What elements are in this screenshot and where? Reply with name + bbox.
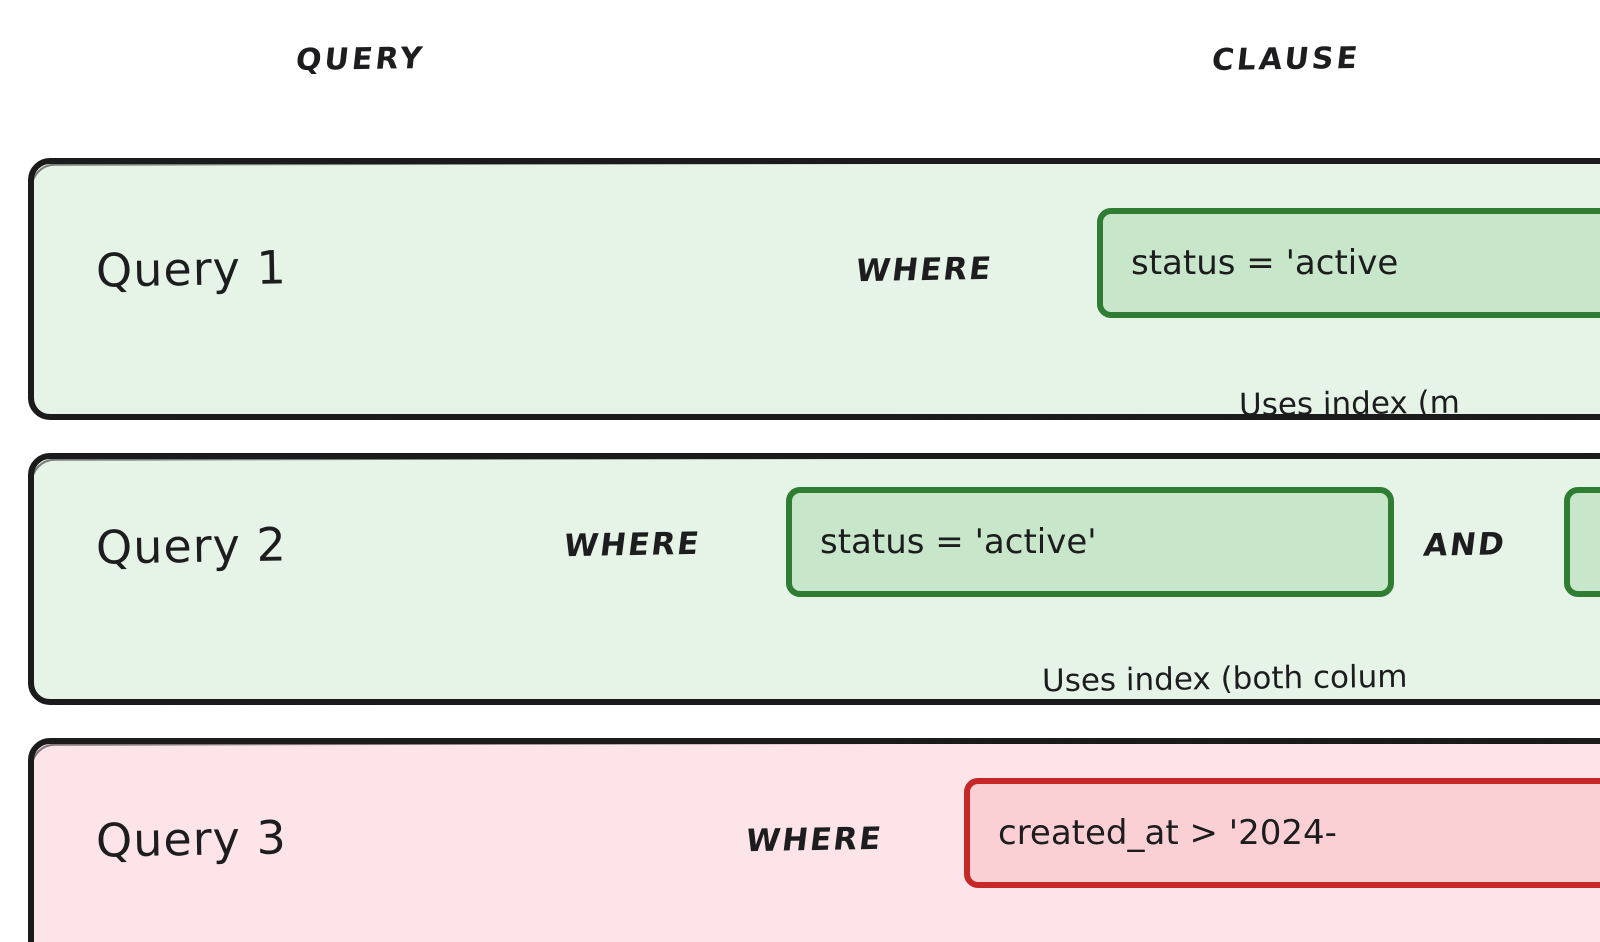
- query-row-card-1[interactable]: Query 1 WHERE status = 'active Uses inde…: [28, 158, 1600, 423]
- index-usage-note: Uses index (both colum: [1041, 658, 1408, 700]
- keyword-where: WHERE: [853, 250, 995, 290]
- keyword-where: WHERE: [743, 820, 885, 860]
- keyword-where: WHERE: [561, 525, 703, 565]
- query-label: Query 3: [95, 810, 288, 868]
- condition-pill[interactable]: status = 'active: [1097, 208, 1600, 318]
- query-label: Query 1: [95, 240, 288, 298]
- condition-pill[interactable]: created_at > '2024-: [964, 778, 1600, 888]
- condition-text: created_at > '2024-: [998, 813, 1337, 853]
- condition-pill-secondary[interactable]: [1564, 487, 1600, 597]
- condition-text: status = 'active: [1131, 243, 1399, 283]
- query-label: Query 2: [95, 517, 288, 575]
- keyword-and: AND: [1421, 526, 1508, 564]
- query-row-card-3[interactable]: Query 3 WHERE created_at > '2024-: [28, 738, 1600, 942]
- index-usage-note: Uses index (m: [1238, 384, 1461, 424]
- condition-text: status = 'active': [820, 522, 1097, 562]
- query-row-card-2[interactable]: Query 2 WHERE status = 'active' AND Uses…: [28, 453, 1600, 705]
- condition-pill[interactable]: status = 'active': [786, 487, 1394, 597]
